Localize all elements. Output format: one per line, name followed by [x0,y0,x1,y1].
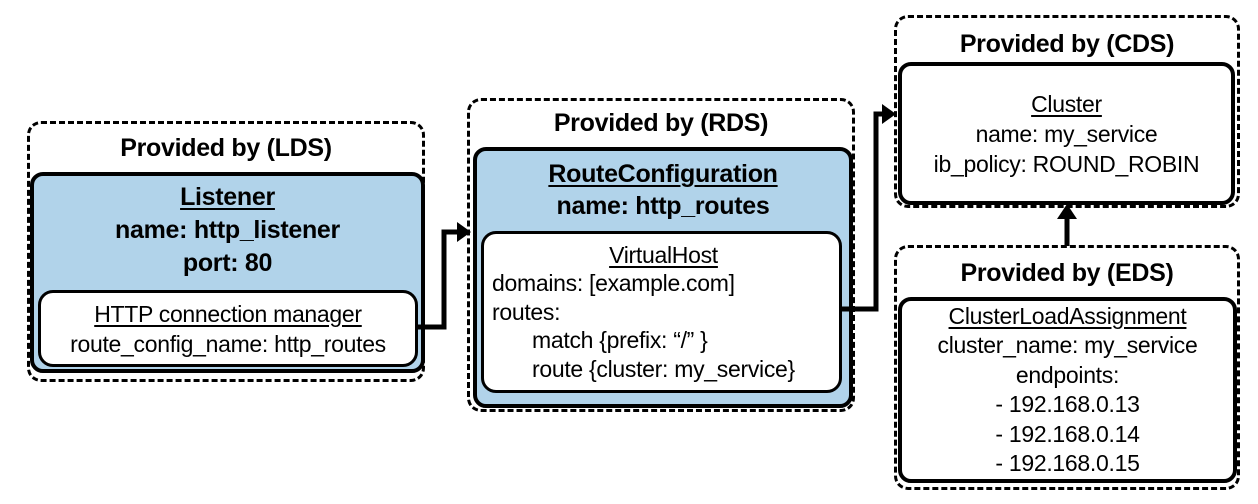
cluster-node: Cluster name: my_service ib_policy: ROUN… [898,62,1235,205]
eds-provider-label: Provided by (EDS) [960,259,1174,287]
virtual-host-domains-line: domains: [example.com] [492,270,735,297]
virtual-host-title: VirtualHost [609,241,718,268]
eds-to-cds-arrow [1057,204,1077,246]
endpoint-ip-1: - 192.168.0.13 [995,391,1140,417]
endpoint-ip-2: - 192.168.0.14 [995,420,1140,447]
cluster-load-assignment-node: ClusterLoadAssignment cluster_name: my_s… [898,297,1237,483]
eds-provider-box: Provided by (EDS) [894,245,1240,490]
cluster-attr-name: name: my_service [975,120,1158,147]
virtual-host-route-line: route {cluster: my_service} [532,355,795,382]
http-connection-manager-box: HTTP connection manager route_config_nam… [38,290,418,367]
lds-provider-label: Provided by (LDS) [120,134,332,162]
route-config-name-line: route_config_name: http_routes [70,330,386,357]
virtual-host-match-line: match {prefix: “/” } [532,327,708,354]
endpoint-ip-3: - 192.168.0.15 [995,450,1140,476]
cluster-load-assignment-attr-name: cluster_name: my_service [937,332,1198,358]
listener-entity-name: Listener [180,183,275,211]
cds-provider-label: Provided by (CDS) [959,30,1175,58]
cluster-load-assignment-entity-name: ClusterLoadAssignment [948,302,1187,329]
route-configuration-attr-name: name: http_routes [556,192,770,220]
route-configuration-entity-name: RouteConfiguration [548,160,778,188]
endpoints-label: endpoints: [1015,361,1120,388]
virtual-host-routes-line: routes: [492,298,561,325]
http-connection-manager-title: HTTP connection manager [94,300,362,327]
virtual-host-box: VirtualHost domains: [example.com] route… [481,231,842,393]
cluster-attr-policy: ib_policy: ROUND_ROBIN [933,150,1200,177]
listener-attr-port: port: 80 [182,249,273,277]
cluster-entity-name: Cluster [1031,90,1102,117]
listener-attr-name: name: http_listener [115,216,340,244]
rds-provider-label: Provided by (RDS) [553,109,769,137]
